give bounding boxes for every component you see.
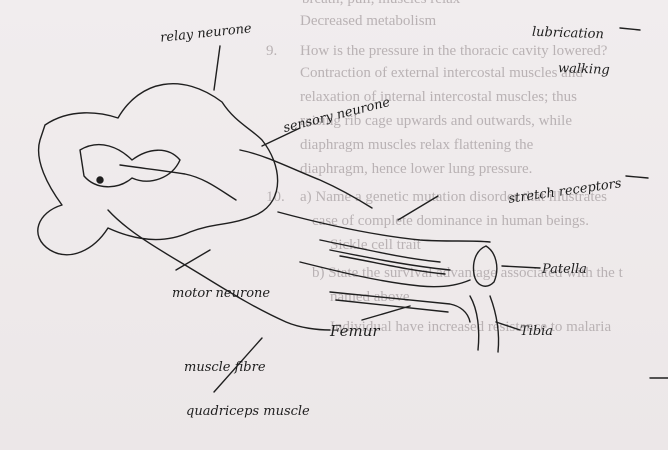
label-muscle-fibre: muscle fibre	[184, 360, 266, 375]
thigh-upper-outline	[278, 212, 490, 242]
tendon-lines	[320, 240, 450, 274]
grey-matter	[80, 145, 180, 187]
cell-body-a	[97, 177, 103, 183]
tibia-outline	[470, 296, 499, 352]
label-motor-neurone: motor neurone	[172, 286, 270, 301]
pointer-femur	[362, 306, 410, 320]
label-lubrication: lubrication	[532, 25, 604, 42]
motor-neurone-line	[108, 210, 330, 330]
relay-neurone-line	[120, 165, 236, 200]
label-quadriceps-muscle: quadriceps muscle	[186, 404, 310, 419]
pointer-patella	[502, 266, 540, 268]
right-margin-mark-1	[620, 28, 640, 30]
label-patella: Patella	[542, 262, 587, 277]
pointer-stretch	[398, 196, 438, 220]
patella-shape	[474, 246, 497, 286]
label-femur: Femur	[330, 322, 380, 340]
sensory-neurone-line	[240, 150, 372, 208]
label-tibia: Tibia	[520, 324, 553, 339]
pointer-muscle-fibre	[176, 250, 210, 270]
pointer-relay	[214, 46, 220, 90]
pointer-tibia	[496, 322, 520, 330]
spinal-cord-outline	[38, 84, 278, 255]
right-margin-mark-2	[626, 176, 648, 178]
label-walking: walking	[558, 61, 610, 78]
